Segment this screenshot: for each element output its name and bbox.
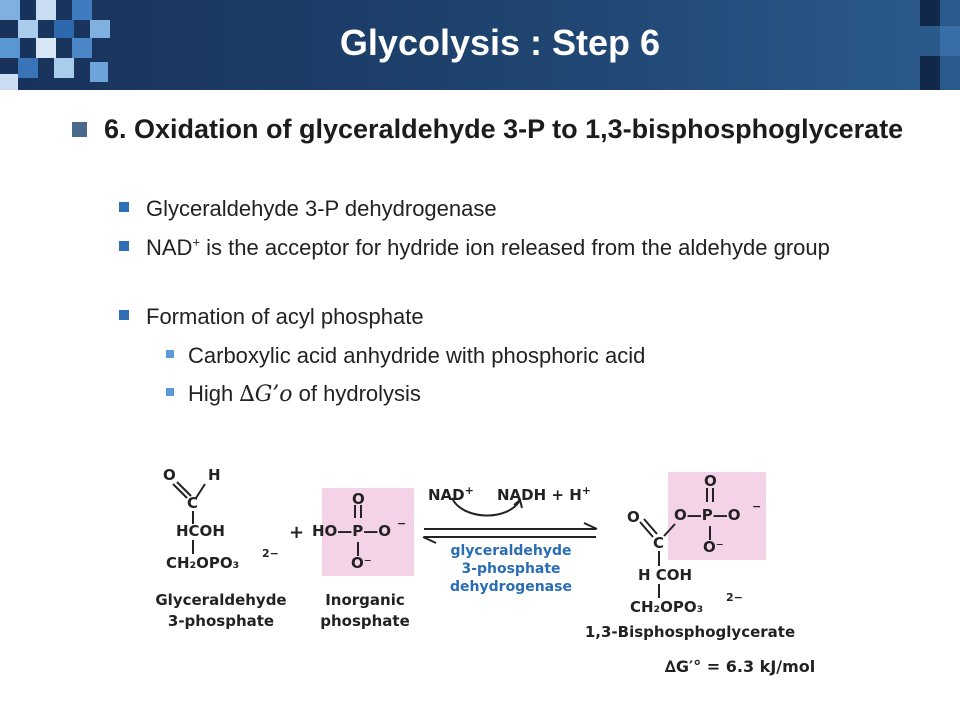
atom-o: O (352, 490, 365, 508)
sub-bullet-acyl: Formation of acyl phosphate (119, 302, 916, 331)
group-h-coh: H COH (638, 566, 693, 584)
atom-o: O (627, 508, 640, 526)
sub-bullet-nad: NAD+ is the acceptor for hydride ion rel… (119, 233, 916, 262)
charge-minus: − (752, 500, 762, 513)
mosaic-tile (940, 26, 960, 56)
atom-c: C (653, 534, 665, 552)
title-bar: Glycolysis : Step 6 (0, 0, 960, 90)
sub-sub-bullet-anhydride: Carboxylic acid anhydride with phosphori… (166, 341, 908, 370)
group-o-p-o: O—P—O (674, 506, 741, 524)
delta-g-value: ∆G′° = 6.3 kJ/mol (664, 657, 816, 676)
cofactor-nad: NAD+ (428, 484, 474, 504)
sub-bullet-enzyme: Glyceraldehyde 3-P dehydrogenase (119, 194, 916, 223)
main-bullet: 6. Oxidation of glyceraldehyde 3-P to 1,… (72, 111, 904, 148)
sub-sub-bullet-text: Carboxylic acid anhydride with phosphori… (188, 343, 646, 368)
mosaic-tile (920, 0, 940, 26)
product-name: 1,3-Bisphosphoglycerate (584, 623, 796, 641)
sub-sub-bullet-delta-g: High ∆G’o of hydrolysis (166, 379, 908, 409)
atom-c: C (187, 494, 199, 512)
sub-bullet-text: Glyceraldehyde 3-P dehydrogenase (146, 196, 497, 221)
mosaic-tile (920, 56, 940, 90)
atom-h: H (208, 466, 221, 484)
mosaic-tile (72, 38, 92, 58)
atom-o: O (704, 472, 717, 490)
atom-o-minus: O⁻ (351, 554, 372, 572)
plus-sign: + (289, 522, 305, 543)
mosaic-tile (0, 74, 18, 90)
square-bullet-icon (119, 310, 129, 320)
group-ho-p-o: HO—P—O (312, 522, 392, 540)
sub-bullet-text: Formation of acyl phosphate (146, 304, 424, 329)
square-bullet-icon (119, 241, 129, 251)
nad-text: NAD (146, 235, 193, 260)
square-bullet-icon (72, 122, 87, 137)
charge-minus: − (397, 517, 407, 530)
high-prefix: High (188, 381, 240, 406)
mosaic-tile (18, 58, 38, 78)
charge-2minus: 2− (726, 591, 743, 604)
slide-title: Glycolysis : Step 6 (339, 22, 661, 63)
mosaic-tile (0, 38, 20, 58)
cofactor-nadh: NADH + H+ (497, 484, 591, 504)
nad-rest-text: is the acceptor for hydride ion released… (200, 235, 830, 260)
mosaic-tile (90, 62, 108, 82)
mosaic-tile (36, 0, 56, 20)
charge-2minus: 2− (262, 547, 279, 560)
mosaic-tile (18, 20, 38, 38)
square-bullet-icon (119, 202, 129, 212)
phosphate-highlight (322, 488, 414, 576)
mosaic-tile (72, 0, 92, 20)
high-suffix: of hydrolysis (292, 381, 421, 406)
substrate-name: Glyceraldehyde 3-phosphate (155, 591, 287, 630)
atom-o: O (163, 466, 176, 484)
nad-superscript: + (192, 234, 201, 250)
enzyme-label: glyceraldehyde 3-phosphate dehydrogenase (450, 543, 572, 595)
square-bullet-icon (166, 350, 174, 358)
group-ch2opo3: CH₂OPO₃ (166, 554, 240, 572)
mosaic-tile (54, 20, 74, 38)
plus-h-label: + H (551, 486, 582, 504)
nadh-label: NADH (497, 486, 547, 504)
mosaic-tile (0, 0, 20, 20)
h-charge: + (581, 484, 591, 497)
atom-o-minus: O⁻ (703, 538, 724, 556)
main-bullet-text: 6. Oxidation of glyceraldehyde 3-P to 1,… (104, 114, 904, 144)
group-ch2opo3: CH₂OPO₃ (630, 598, 704, 616)
phosphate-name: Inorganic phosphate (320, 591, 410, 630)
mosaic-tile (36, 38, 56, 58)
mosaic-tile (90, 20, 110, 38)
delta-g-symbol: ∆G’o (239, 382, 293, 407)
group-hcoh: HCOH (176, 522, 225, 540)
product-phosphate-highlight (668, 472, 766, 560)
nad-label: NAD (428, 486, 465, 504)
nad-charge: + (464, 484, 474, 497)
square-bullet-icon (166, 388, 174, 396)
mosaic-tile (54, 58, 74, 78)
